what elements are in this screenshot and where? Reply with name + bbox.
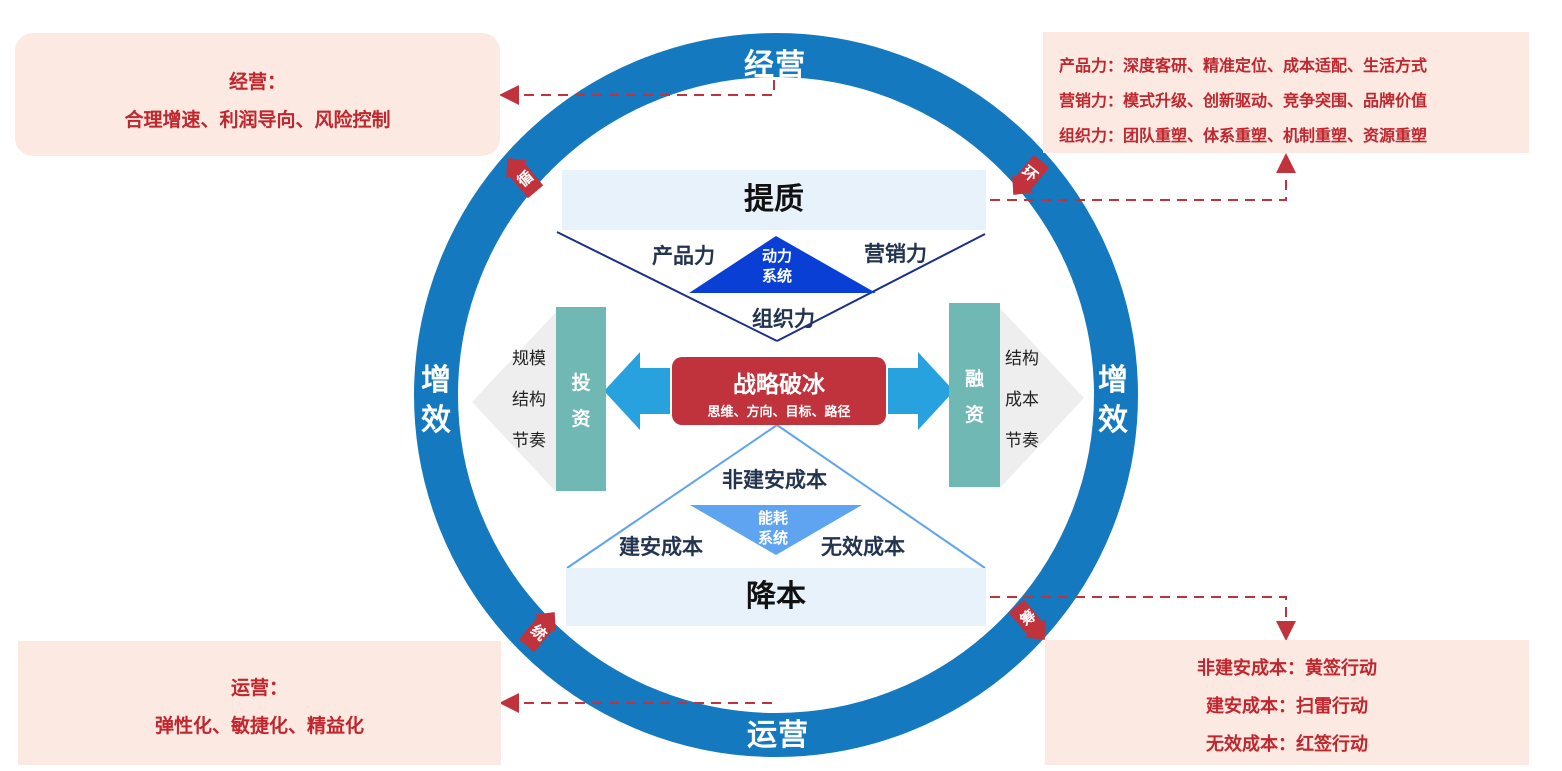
- badge-top-left: [506, 158, 544, 199]
- ring-label-top: 经营: [744, 48, 806, 83]
- cost-action-line: 非建安成本：黄签行动: [1197, 658, 1377, 679]
- power-system-label: 动力 系统: [761, 247, 792, 285]
- finance-chevron: [1000, 308, 1084, 488]
- box-operations-title: 运营：: [230, 677, 288, 699]
- invest-box: 投 资: [556, 307, 606, 491]
- lower-v-right: [776, 424, 986, 569]
- outer-ring: [414, 33, 1138, 757]
- lower-v-left: [566, 424, 778, 569]
- connector-top-left: [499, 80, 775, 105]
- finance-item: 成本: [1005, 390, 1039, 410]
- finance-box: 融 资: [949, 303, 1000, 487]
- badge-bottom-left: [518, 612, 556, 653]
- non-construction-cost-label: 非建安成本: [722, 468, 827, 492]
- cost-reduction-panel: 降本: [566, 568, 986, 626]
- badge-top-right: [1012, 154, 1050, 195]
- invest-items: 规模 结构 节奏: [509, 339, 549, 462]
- finance-item: 节奏: [1005, 431, 1039, 451]
- box-operations-body: 弹性化、敏捷化、精益化: [154, 715, 364, 737]
- box-operation-management-body: 合理增速、利润导向、风险控制: [124, 109, 391, 131]
- connector-bottom-right: [990, 596, 1296, 641]
- ring-label-bottom: 运营: [747, 718, 809, 753]
- invest-item: 节奏: [512, 431, 546, 451]
- strategy-icebreak-title: 战略破冰: [733, 372, 825, 398]
- box-cost-actions: 非建安成本：黄签行动 建安成本：扫雷行动 无效成本：红签行动: [1045, 640, 1529, 765]
- box-operations: 运营： 弹性化、敏捷化、精益化: [18, 641, 501, 765]
- invest-item: 规模: [512, 349, 546, 369]
- organization-power-label: 组织力: [752, 307, 815, 331]
- energy-system-triangle: [690, 505, 862, 555]
- badge-bottom-right: [1008, 599, 1046, 640]
- box-operation-management-title: 经营：: [228, 71, 286, 93]
- energy-system-label: 能耗 系统: [757, 509, 788, 547]
- finance-item: 结构: [1005, 349, 1039, 369]
- upper-v-right: [776, 233, 986, 342]
- marketing-power-label: 营销力: [864, 242, 927, 266]
- invest-item: 结构: [512, 390, 546, 410]
- power-system-triangle: [689, 236, 876, 293]
- cost-action-line: 无效成本：红签行动: [1206, 734, 1368, 755]
- box-capabilities: 产品力：深度客研、精准定位、成本适配、生活方式 营销力：模式升级、创新驱动、竞争…: [1043, 32, 1529, 153]
- capability-line: 组织力：团队重塑、体系重塑、机制重塑、资源重塑: [1059, 126, 1428, 145]
- construction-cost-label: 建安成本: [619, 535, 703, 559]
- invest-chevron: [472, 312, 556, 492]
- upper-v-left: [556, 231, 778, 342]
- capability-line: 产品力：深度客研、精准定位、成本适配、生活方式: [1059, 56, 1428, 75]
- strategy-icebreak-box: 战略破冰 思维、方向、目标、路径: [672, 357, 886, 425]
- capability-line: 营销力：模式升级、创新驱动、竞争突围、品牌价值: [1059, 91, 1428, 110]
- finance-items: 结构 成本 节奏: [1002, 339, 1042, 462]
- product-power-label: 产品力: [652, 244, 715, 268]
- left-arrow: [604, 352, 670, 430]
- invalid-cost-label: 无效成本: [821, 535, 905, 559]
- box-operation-management: 经营： 合理增速、利润导向、风险控制: [15, 33, 500, 156]
- right-arrow: [888, 352, 954, 430]
- cost-action-line: 建安成本：扫雷行动: [1206, 696, 1368, 717]
- quality-panel: 提质: [562, 170, 986, 230]
- connector-top-right: [990, 153, 1296, 201]
- strategy-icebreak-subtitle: 思维、方向、目标、路径: [707, 405, 851, 420]
